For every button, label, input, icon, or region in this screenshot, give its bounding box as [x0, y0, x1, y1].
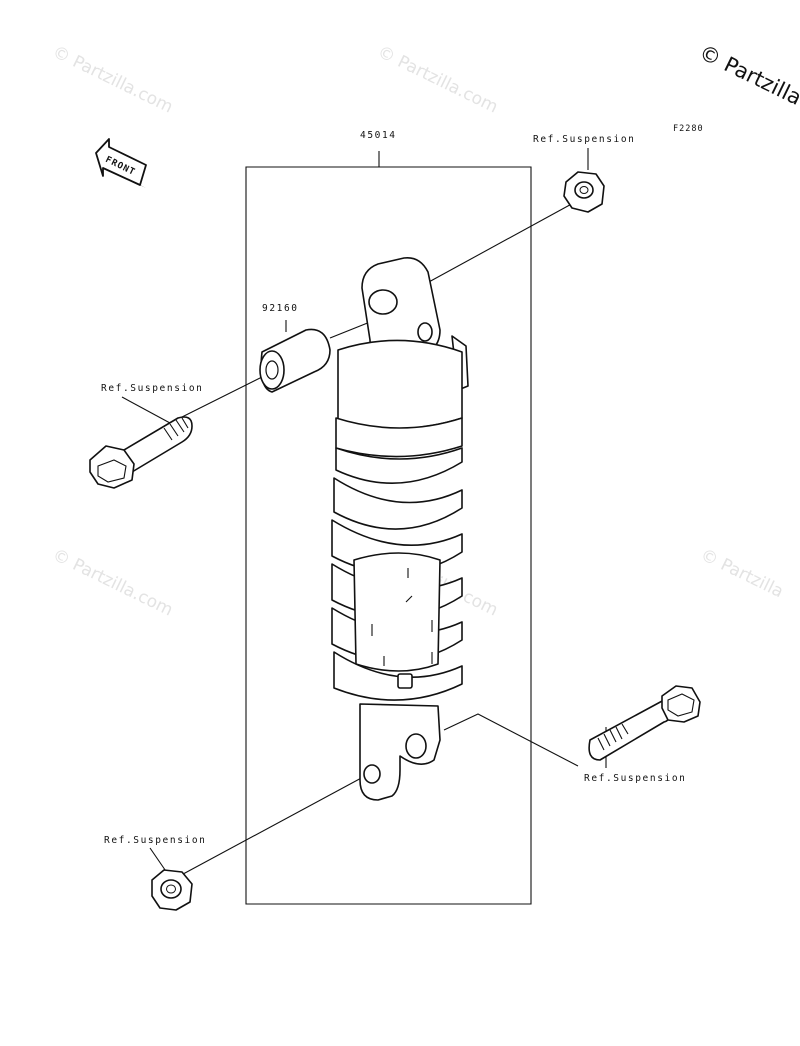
shock-absorber	[331, 256, 469, 801]
assembly-frame	[245, 151, 532, 905]
part-number-45014[interactable]: 45014	[360, 130, 397, 141]
ref-suspension-nut-bottom[interactable]: Ref.Suspension	[104, 835, 207, 846]
ref-suspension-nut-top[interactable]: Ref.Suspension	[533, 134, 636, 145]
figure-code-label: F2280	[673, 124, 704, 134]
nut-bottom-icon	[151, 869, 193, 911]
bolt-right-icon	[588, 685, 701, 761]
bolt-left-icon	[89, 416, 193, 489]
ref-suspension-bolt-right[interactable]: Ref.Suspension	[584, 773, 687, 784]
front-arrow-icon	[95, 138, 147, 188]
nut-top-icon	[563, 171, 605, 213]
ref-suspension-bolt-left[interactable]: Ref.Suspension	[101, 383, 204, 394]
part-number-92160[interactable]: 92160	[262, 303, 299, 314]
collar-icon	[259, 328, 331, 393]
